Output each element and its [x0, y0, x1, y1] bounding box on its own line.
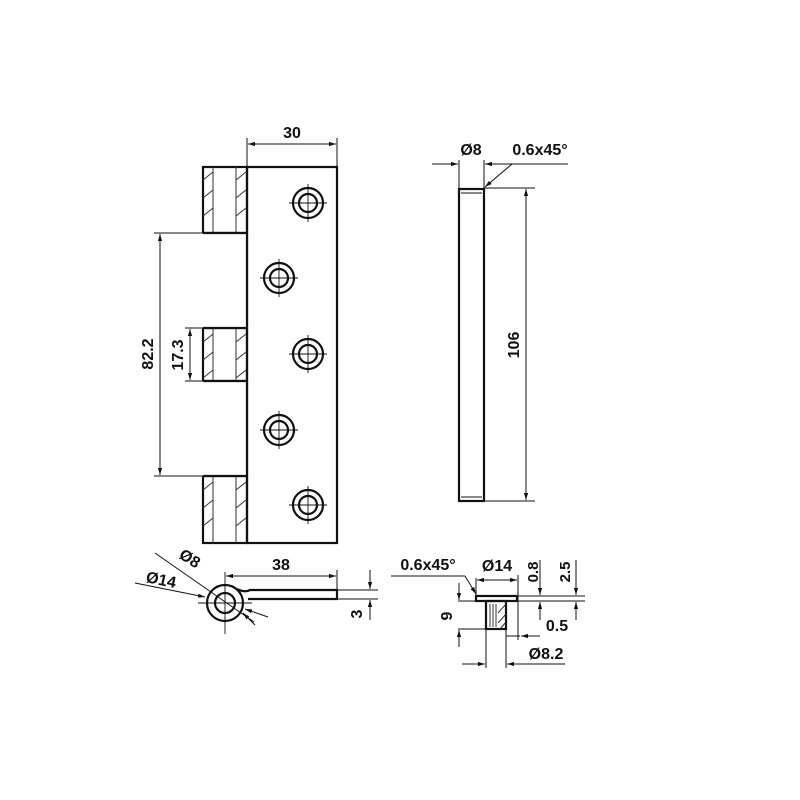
dimension-body-diameter: Ø8.2 — [462, 629, 565, 668]
svg-text:0.5: 0.5 — [546, 618, 568, 635]
svg-text:Ø8: Ø8 — [460, 142, 481, 159]
dimension-flange-thickness: 0.8 — [517, 560, 585, 620]
svg-text:3: 3 — [349, 609, 366, 618]
dimension-total-flange: 2.5 — [557, 560, 579, 620]
dimension-flange-diameter: Ø14 — [475, 558, 519, 640]
bushing-view: 0.6x45° Ø14 9 0.8 2.5 — [391, 557, 585, 668]
screw-hole-3 — [289, 335, 327, 373]
pin-view: Ø8 0.6x45° 106 — [432, 142, 568, 503]
hinge-front-view: 30 82.2 17.3 — [140, 125, 339, 545]
dimension-width: 30 — [246, 125, 338, 167]
svg-text:2.5: 2.5 — [557, 562, 574, 583]
dimension-pin-chamfer: 0.6x45° — [484, 142, 568, 188]
dimension-leaf-thickness: 3 — [337, 570, 378, 620]
screw-hole-4 — [260, 411, 298, 449]
dimension-opening-height: 82.2 — [140, 232, 203, 477]
svg-text:Ø8: Ø8 — [176, 546, 203, 572]
dimension-pin-diameter: Ø8 — [432, 142, 505, 189]
svg-text:0.6x45°: 0.6x45° — [400, 557, 455, 574]
svg-text:30: 30 — [283, 125, 301, 142]
screw-hole-2 — [260, 259, 298, 297]
svg-text:82.2: 82.2 — [140, 338, 157, 369]
dimension-bushing-height: 9 — [439, 583, 486, 647]
dimension-pin-length: 106 — [484, 187, 535, 502]
knuckle-bottom — [201, 474, 249, 545]
svg-text:0.8: 0.8 — [525, 562, 542, 583]
dimension-knuckle-height: 17.3 — [170, 327, 203, 382]
svg-text:Ø8.2: Ø8.2 — [529, 646, 564, 663]
knuckle-middle — [201, 326, 249, 383]
knuckle-top — [201, 165, 249, 235]
dimension-bushing-chamfer: 0.6x45° — [391, 557, 477, 595]
pin-body — [457, 187, 486, 503]
svg-text:Ø14: Ø14 — [482, 558, 512, 575]
dimension-gap: 0.5 — [506, 618, 568, 639]
svg-text:Ø14: Ø14 — [144, 569, 177, 592]
bushing-body — [484, 599, 508, 631]
svg-text:0.6x45°: 0.6x45° — [512, 142, 567, 159]
screw-hole-5 — [289, 486, 327, 524]
screw-hole-1 — [289, 184, 327, 222]
svg-text:106: 106 — [506, 332, 523, 359]
dimension-knuckle-diameters: Ø8 Ø14 — [134, 546, 269, 626]
svg-text:38: 38 — [272, 557, 290, 574]
dimension-leaf-length: 38 — [226, 557, 338, 600]
svg-text:9: 9 — [439, 611, 456, 620]
svg-text:17.3: 17.3 — [170, 339, 187, 370]
hinge-top-view: Ø8 Ø14 38 3 — [134, 546, 378, 634]
